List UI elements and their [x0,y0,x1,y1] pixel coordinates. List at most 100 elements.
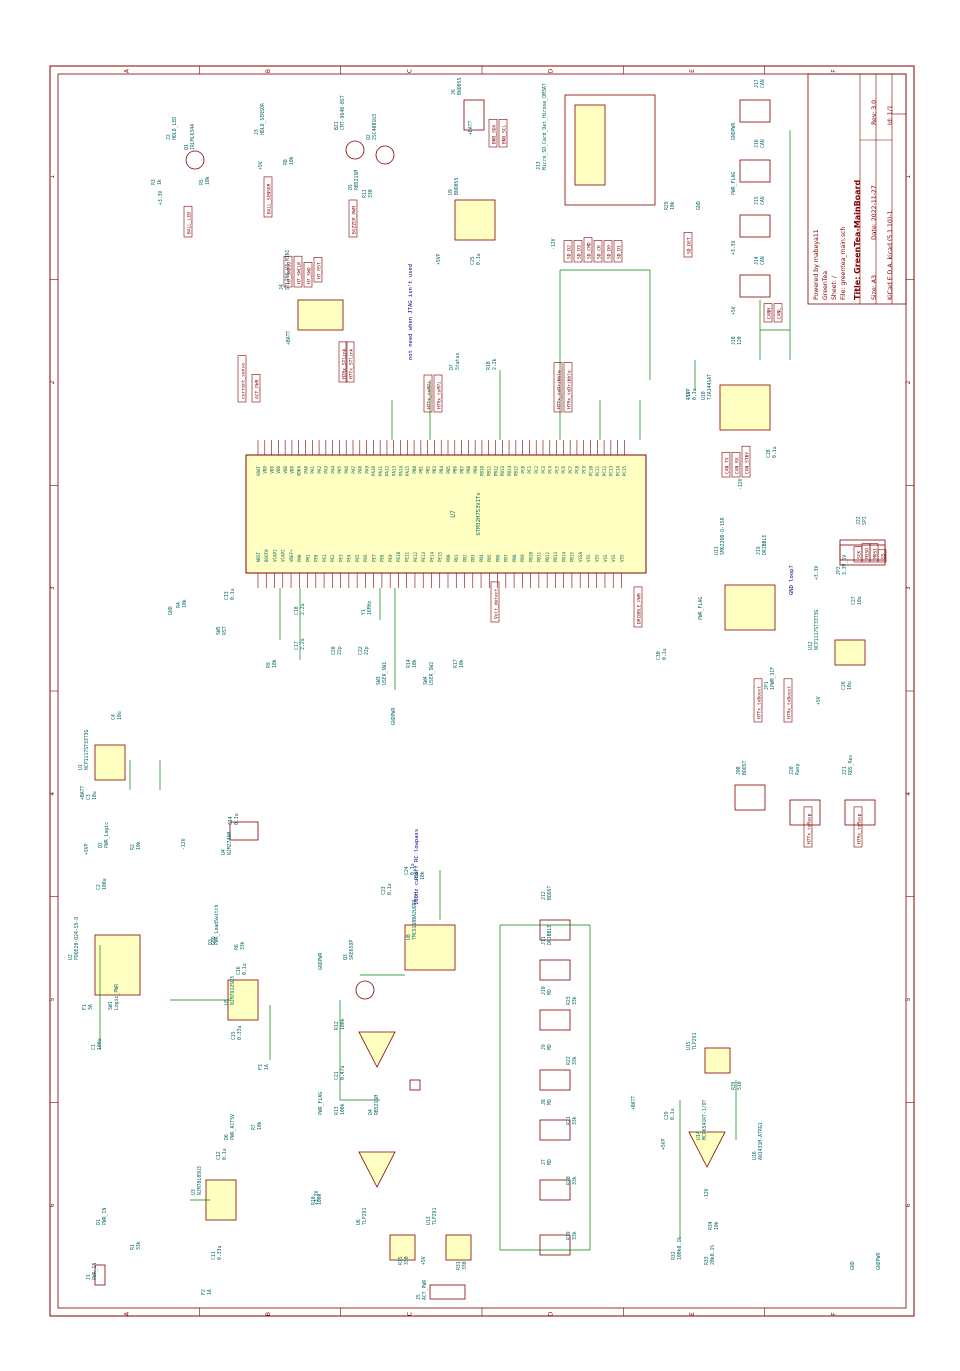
mcu-pin-name: VCAP2 [281,549,286,562]
power-symbol: +BATT [80,785,86,800]
component-ref: J18 [731,336,737,345]
power-symbol: GND [850,1261,856,1270]
net-label-text: H7Rx_toDribble [567,370,573,409]
power-symbol: +BATT [631,1095,637,1110]
mcu-pin-name: PB15 [514,466,519,477]
border-col-label: 5 [905,997,912,1001]
net-label-text: CAN_RX [735,457,741,474]
mcu-pin-name: PD6 [495,554,500,562]
component-ref: C26 [841,681,847,690]
opamp-body [358,1151,396,1188]
note-filter: 100Hz cutoff RC lowpass [414,829,420,905]
mcu-pin-name: PC14 [615,466,620,477]
net-label: Volt_detect [490,581,500,623]
component-value: 10u [847,681,853,690]
mcu-pin-name: BOOT0 [264,549,269,562]
component-value: TLP291 [692,1033,698,1050]
component-ref: J11 [541,936,547,945]
component-value: STLINK-V3-MINI [285,249,291,290]
mcu-pin-name: PA13 [392,466,397,477]
border-col-label: 3 [905,586,912,590]
component-ref: R14 [406,659,412,668]
net-label-text: SD_D1 [617,245,623,259]
component-value: MD [547,1044,553,1050]
component-ref: U16 [752,1151,758,1160]
component-ref: J14 [754,256,760,265]
net-label-text: CAN_TX [725,457,731,474]
mcu-pin-name: PB11 [487,466,492,477]
power-symbol: +3.3V [158,190,164,205]
net-label: CANL [773,303,783,323]
mcu-pin-name: PH1 [305,554,310,562]
mcu-pin-name: PA15 [405,466,410,477]
component-body [539,1234,571,1256]
net-label: BNO_SCL [498,118,508,148]
component-value: PWR_IN [102,1208,108,1225]
mcu-pin-name: PA2 [317,466,322,474]
mcu-pin-name: PB1 [419,466,424,474]
mcu-pin-name: VSSA [578,551,583,562]
component-body [739,214,771,238]
mcu-pin-name: PA7 [351,466,356,474]
component-ref: R10 [311,1196,317,1205]
net-label: BUZZER_PWM [348,199,358,238]
component-body [719,384,771,431]
component-ref: Q3 [343,954,349,960]
border-col-label: 2 [905,380,912,384]
net-label: CAN_STBY [741,445,751,478]
component-value: 10k [257,1121,263,1130]
component-ref: R16 [414,871,420,880]
net-label-text: H7Tx_STlink [349,348,355,379]
mcu-pin-name: PB3 [432,466,437,474]
net-label: SD_CK [593,240,603,263]
power-symbol: GND [696,201,702,210]
net-label-text: SD_D0 [607,245,613,259]
component-body [839,544,886,566]
component-value: MD [547,989,553,995]
component-value: 10u [857,596,863,605]
component-value: 0.1u [772,446,778,458]
mcu-pin-name: PC9 [582,466,587,474]
mcu-pin-name: PE10 [396,551,401,562]
component-value: 100u [102,878,108,890]
power-symbol: +BATT [468,120,474,135]
component-ref: C3 [86,794,92,800]
tb-file: File: greentea_main.sch [840,227,847,300]
mcu-pin-name: PB4 [439,466,444,474]
component-ref: U12 [808,641,814,650]
mcu-pin-name: PE0 [314,554,319,562]
mcu-pin-name: PA11 [378,466,383,477]
mcu-pin-name: PA6 [344,466,349,474]
tb-date: Date: 2022-11-27 [871,185,878,240]
net-label: SD_DET [683,232,693,258]
mcu-pin-name: PA3 [324,466,329,474]
component-value: CMT-9648-85T [340,95,346,130]
net-label-text: H7_RST [317,262,323,279]
component-value: SM6226B-D-15R [720,517,726,555]
component-value: 2.2u [300,638,306,650]
tb-sheet: Sheet: / [831,275,838,300]
component-value: 0.33u [237,1025,243,1040]
component-body [844,799,876,826]
mcu-pin-name: PD11 [537,551,542,562]
